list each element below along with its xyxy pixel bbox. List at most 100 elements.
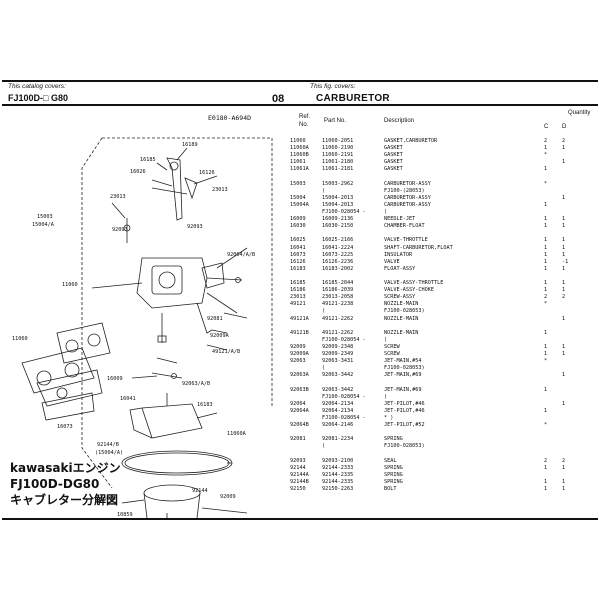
qty-d-cell: 2: [562, 457, 566, 464]
description-cell: NEEDLE-JET: [384, 216, 416, 223]
svg-text:10859: 10859: [117, 512, 133, 518]
part-no-cell: 92093-2100: [322, 457, 354, 464]
ref-cell: 92009: [290, 343, 306, 350]
description-cell: * ): [384, 414, 394, 421]
ref-cell: 49121: [290, 301, 306, 308]
caption-line-3: キャブレター分解図: [10, 493, 119, 507]
part-no-cell: 16183-2002: [322, 265, 354, 272]
col-c-header: C: [544, 124, 549, 130]
table-row: [286, 230, 598, 236]
ref-cell: 16041: [290, 244, 306, 251]
svg-text:11060: 11060: [12, 336, 28, 342]
description-cell: SCREW: [384, 343, 400, 350]
svg-text:15003: 15003: [37, 214, 53, 220]
qty-d-cell: 1: [562, 372, 566, 379]
svg-text:92063/A/B: 92063/A/B: [182, 381, 210, 387]
svg-text:16189: 16189: [182, 142, 198, 148]
table-row: (FJ100-(28053): [286, 188, 598, 194]
qty-c-cell: 1: [544, 351, 548, 357]
description-cell: NOZZLE-MAIN: [384, 301, 419, 308]
ref-cell: 16009: [290, 216, 306, 223]
qty-d-cell: 2: [562, 294, 566, 301]
description-cell: FJ100-028053): [384, 308, 425, 315]
description-cell: NOZZLE-MAIN: [384, 315, 419, 322]
ref-cell: 49121A: [290, 315, 309, 322]
svg-text:16030: 16030: [100, 496, 116, 502]
table-row: [286, 450, 598, 456]
part-no-cell: FJ100-028054 -: [322, 209, 366, 215]
description-cell: FJ100-028053): [384, 365, 425, 372]
description-cell: CARBURETOR-ASSY: [384, 194, 431, 201]
qty-c-cell: 1: [544, 251, 548, 258]
part-no-cell: 92064-2134: [322, 407, 354, 414]
part-no-cell: (: [322, 187, 326, 194]
part-no-cell: (: [322, 308, 326, 315]
description-cell: GASKET: [384, 152, 403, 159]
ref-cell: 11060A: [290, 145, 309, 152]
description-cell: SHAFT-CARBURETOR,FLOAT: [384, 244, 453, 251]
svg-text:11060A: 11060A: [227, 431, 247, 437]
ref-cell: 16185: [290, 280, 306, 286]
part-no-cell: 16185-2044: [322, 280, 354, 286]
part-no-cell: 11061-2180: [322, 159, 354, 166]
part-no-cell: 11060-2191: [322, 152, 354, 159]
part-no-cell: 92150-2263: [322, 485, 354, 492]
svg-text:92009A: 92009A: [210, 333, 230, 339]
table-row: [286, 379, 598, 385]
qty-d-cell: 1: [562, 315, 566, 322]
part-no-cell: (: [322, 365, 326, 372]
qty-c-cell: 1: [544, 478, 548, 485]
qty-d-cell: 2: [562, 138, 566, 144]
description-cell: ): [384, 336, 388, 343]
qty-d-cell: 1: [562, 464, 566, 471]
qty-c-cell: 1: [544, 223, 548, 230]
ref-cell: 92063A: [290, 372, 309, 379]
qty-c-cell: 1: [544, 265, 548, 272]
part-no-cell: 92063-3442: [322, 386, 354, 393]
description-cell: GASKET,CARBURETOR: [384, 138, 438, 144]
qty-c-cell: 1: [544, 244, 548, 251]
svg-text:92093: 92093: [187, 224, 203, 230]
description-cell: CHAMBER-FLOAT: [384, 223, 425, 230]
svg-text:92093: 92093: [112, 227, 128, 233]
qty-d-cell: 1: [562, 400, 566, 407]
part-no-cell: 16025-2166: [322, 237, 354, 244]
qty-c-cell: *: [544, 358, 548, 365]
part-no-cell: 16041-2224: [322, 244, 354, 251]
svg-text:23013: 23013: [212, 187, 228, 193]
svg-text:49121/A/B: 49121/A/B: [212, 349, 240, 355]
qty-d-cell: 1: [562, 244, 566, 251]
svg-text:11060: 11060: [62, 282, 78, 288]
svg-text:23013: 23013: [110, 194, 126, 200]
part-no-cell: 15004-2013: [322, 201, 354, 208]
col-part-header: Part No.: [324, 118, 347, 124]
part-no-cell: 49121-2262: [322, 329, 354, 336]
table-row: ( FJ100-028053): [286, 308, 598, 314]
qty-c-cell: 1: [544, 280, 548, 286]
description-cell: CARBURETOR-ASSY: [384, 201, 431, 208]
table-row: (FJ100-028053): [286, 443, 598, 449]
fig-covers-note: This fig. covers:: [310, 83, 356, 90]
svg-text:92064/A/B: 92064/A/B: [227, 252, 255, 258]
part-no-cell: 49121-2238: [322, 301, 354, 308]
qty-d-cell: 1: [562, 265, 566, 272]
part-no-cell: 16009-2136: [322, 216, 354, 223]
ref-cell: 92063: [290, 358, 306, 365]
qty-c-cell: 1: [544, 329, 548, 336]
ref-cell: 92144B: [290, 478, 309, 485]
description-cell: VALVE-ASSY-THROTTLE: [384, 280, 444, 286]
